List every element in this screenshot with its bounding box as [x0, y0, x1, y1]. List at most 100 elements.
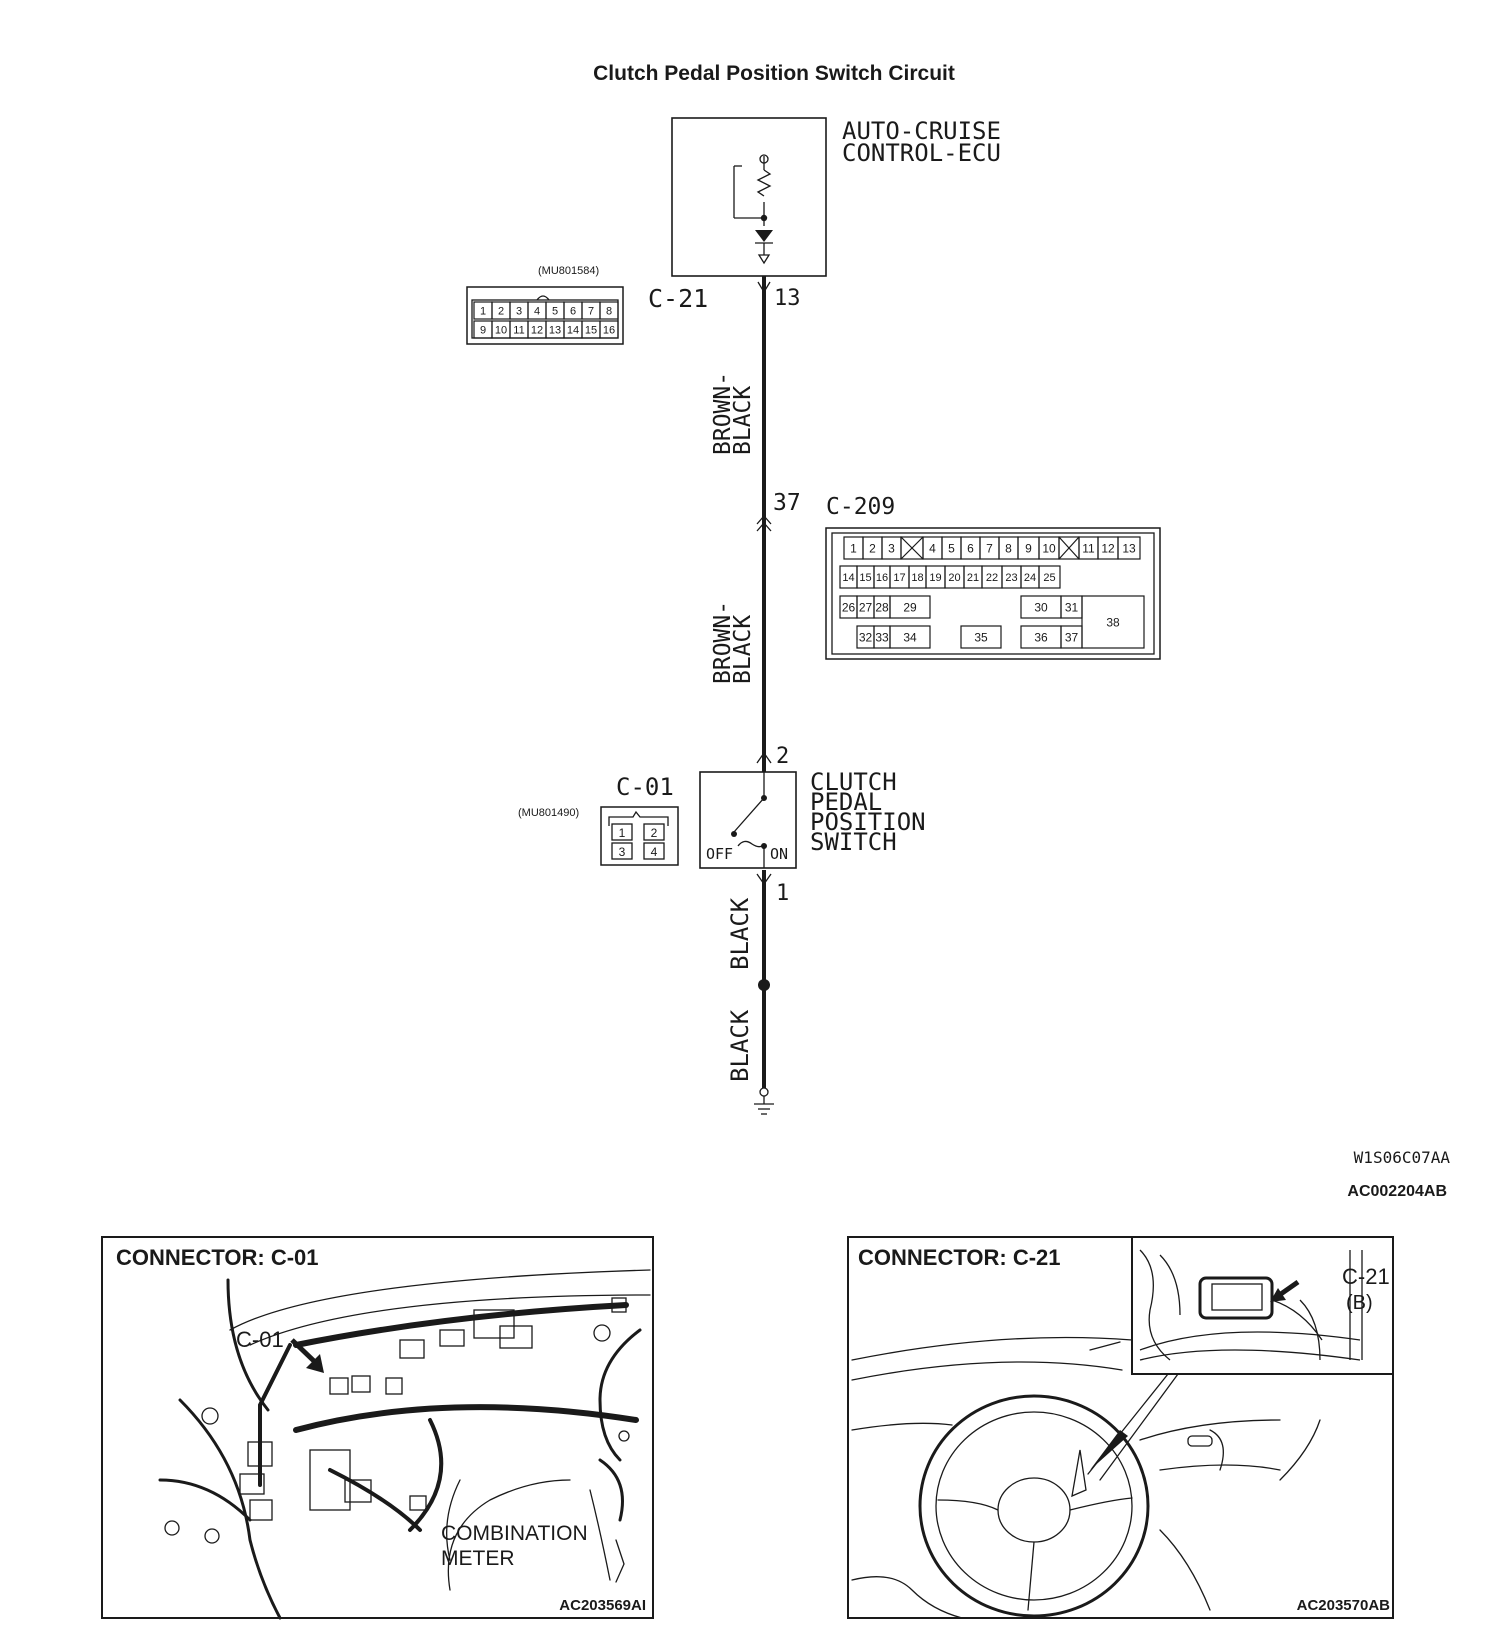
svg-text:11: 11 — [1082, 541, 1095, 555]
svg-text:BROWN-: BROWN- — [710, 601, 736, 684]
svg-text:9: 9 — [480, 324, 486, 336]
svg-text:27: 27 — [859, 600, 873, 614]
svg-text:14: 14 — [567, 324, 579, 336]
c21-part-number: (MU801584) — [538, 265, 599, 277]
c209-cavity: 24 — [1020, 565, 1040, 589]
c21-label: C-21 — [648, 284, 708, 313]
c21-cavity: 1 — [473, 301, 493, 320]
svg-text:3: 3 — [619, 845, 626, 859]
c209-cavity: 3 — [881, 536, 902, 560]
svg-text:4: 4 — [534, 305, 540, 317]
svg-text:10: 10 — [1042, 541, 1056, 555]
switch-label-line3: POSITION — [810, 808, 926, 836]
c209-cavity: 26 — [839, 595, 858, 619]
svg-text:1: 1 — [776, 881, 789, 906]
switch-pin-1: 1 — [756, 873, 789, 906]
svg-text:6: 6 — [967, 541, 974, 555]
diagram-title: Clutch Pedal Position Switch Circuit — [593, 62, 955, 85]
svg-text:13: 13 — [1122, 541, 1136, 555]
c209-cavity: 2 — [862, 536, 883, 560]
figure-code-ac: AC002204AB — [1347, 1183, 1447, 1200]
c209-cavity: 29 — [889, 595, 931, 619]
svg-text:5: 5 — [552, 305, 558, 317]
c21-cavity: 16 — [599, 320, 619, 339]
svg-text:19: 19 — [929, 572, 941, 584]
c21-inset-detail: C-21 (B) — [1131, 1236, 1394, 1375]
wire-color-label-1: BROWN- BLACK — [710, 372, 756, 455]
svg-text:1: 1 — [619, 826, 626, 840]
panel-left-label-line1: COMBINATION — [441, 1522, 588, 1545]
svg-text:12: 12 — [531, 324, 543, 336]
switch-pin-2: 2 — [756, 744, 789, 769]
c209-cavity: 23 — [1001, 565, 1022, 589]
svg-text:14: 14 — [842, 572, 854, 584]
c209-cavity: 32 — [856, 625, 875, 649]
c209-cavity — [900, 536, 924, 560]
connector-c21-location-panel: CONNECTOR: C-21 — [847, 1236, 1394, 1619]
c21-cavity: 13 — [545, 320, 565, 339]
wire-color-label-2: BROWN- BLACK — [710, 601, 756, 684]
svg-text:4: 4 — [929, 541, 936, 555]
svg-text:1: 1 — [850, 541, 857, 555]
c21-cavity: 3 — [509, 301, 529, 320]
wire-color-label-3: BLACK — [726, 897, 754, 970]
c209-cavity: 20 — [944, 565, 965, 589]
ecu-internal-circuit-icon — [733, 154, 773, 265]
c209-pin-37: 37 C-209 — [756, 490, 895, 532]
switch-on-label: ON — [770, 845, 788, 863]
clutch-pedal-position-switch: OFF ON CLUTCH PEDAL POSITION SWITCH — [699, 768, 926, 869]
c209-cavity: 17 — [889, 565, 910, 589]
svg-text:13: 13 — [774, 286, 801, 311]
c21-cavity: 7 — [581, 301, 601, 320]
svg-text:7: 7 — [588, 305, 594, 317]
c209-cavity: 13 — [1117, 536, 1141, 560]
svg-text:2: 2 — [776, 744, 789, 769]
c209-cavity: 30 — [1020, 595, 1062, 619]
svg-text:BROWN-: BROWN- — [710, 372, 736, 455]
c209-cavity: 12 — [1097, 536, 1119, 560]
svg-text:38: 38 — [1106, 615, 1120, 629]
svg-text:35: 35 — [974, 630, 988, 644]
svg-text:BLACK: BLACK — [730, 615, 756, 684]
c21-cavity: 2 — [491, 301, 511, 320]
svg-text:11: 11 — [513, 324, 524, 336]
svg-text:5: 5 — [948, 541, 955, 555]
svg-text:12: 12 — [1101, 541, 1115, 555]
c209-cavity: 18 — [908, 565, 927, 589]
svg-text:15: 15 — [585, 324, 597, 336]
c21-cavity: 8 — [599, 301, 619, 320]
panel-right-callout-sub: (B) — [1346, 1292, 1373, 1314]
c209-cavity: 36 — [1020, 625, 1062, 649]
c21-cavity: 12 — [527, 320, 547, 339]
svg-text:6: 6 — [570, 305, 576, 317]
c21-cavity: 11 — [509, 320, 529, 339]
svg-text:3: 3 — [888, 541, 895, 555]
c209-cavity: 5 — [941, 536, 962, 560]
c21-cavity: 15 — [581, 320, 601, 339]
c209-cavity — [1058, 536, 1080, 560]
svg-text:13: 13 — [549, 324, 561, 336]
switch-label-line2: PEDAL — [810, 788, 882, 816]
svg-text:15: 15 — [859, 572, 871, 584]
svg-text:21: 21 — [967, 572, 979, 584]
panel-left-title: CONNECTOR: C-01 — [116, 1245, 319, 1270]
c21-cavity: 4 — [527, 301, 547, 320]
svg-text:BLACK: BLACK — [730, 386, 756, 455]
wire-color-label-4: BLACK — [726, 1009, 754, 1082]
svg-text:26: 26 — [842, 600, 856, 614]
svg-text:20: 20 — [948, 572, 960, 584]
svg-text:4: 4 — [651, 845, 658, 859]
c209-cavity: 38 — [1081, 595, 1145, 649]
svg-text:33: 33 — [875, 630, 889, 644]
c21-cavity: 5 — [545, 301, 565, 320]
c209-cavity: 28 — [873, 595, 891, 619]
svg-text:22: 22 — [986, 572, 998, 584]
svg-text:25: 25 — [1043, 572, 1055, 584]
c209-cavity: 35 — [960, 625, 1002, 649]
c209-cavity: 22 — [981, 565, 1003, 589]
svg-text:3: 3 — [516, 305, 522, 317]
c01-part-number: (MU801490) — [518, 807, 579, 819]
switch-off-label: OFF — [706, 845, 733, 863]
c209-cavity: 19 — [925, 565, 946, 589]
